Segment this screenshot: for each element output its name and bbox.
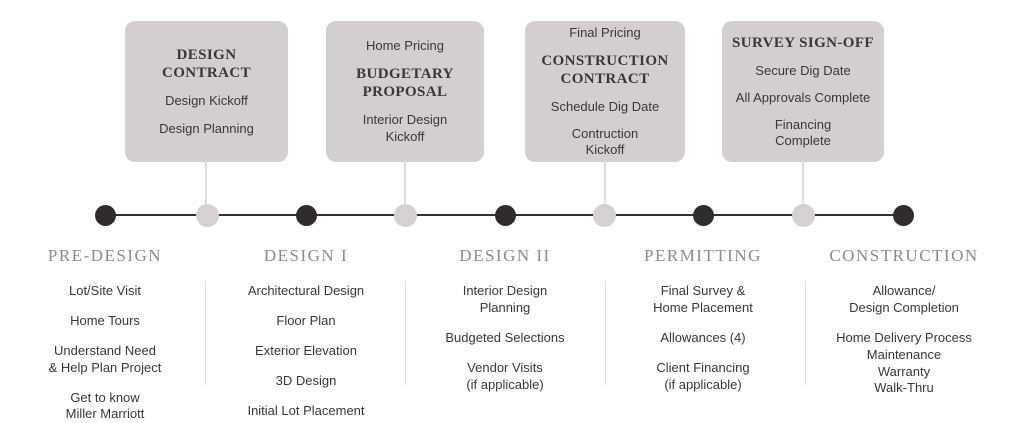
phase-heading: PERMITTING — [644, 246, 762, 265]
phase-item: Client Financing (if applicable) — [656, 359, 750, 392]
column-divider — [605, 281, 606, 385]
card-item: Contruction Kickoff — [571, 126, 639, 158]
phase-item: Architectural Design — [247, 283, 365, 298]
phase-item: Lot/Site Visit — [68, 283, 142, 298]
card-item: Secure Dig Date — [755, 62, 851, 78]
timeline-dot-milestone-design-contract — [195, 204, 219, 227]
milestone-card-construction-contract: Final Pricing CONSTRUCTION CONTRACT Sche… — [525, 21, 685, 162]
timeline-dot-phase-pre-design — [94, 205, 116, 226]
phase-item: Understand Need & Help Plan Project — [48, 342, 162, 375]
milestone-card-budgetary-proposal: Home Pricing BUDGETARY PROPOSAL Interior… — [326, 21, 484, 162]
timeline-dot-phase-design-2 — [494, 205, 516, 226]
card-connector-line — [802, 160, 804, 206]
card-connector-line — [604, 160, 606, 206]
card-item: Final Pricing — [569, 24, 641, 40]
card-item: Financing Complete — [774, 117, 832, 149]
phase-item: Exterior Elevation — [255, 342, 357, 358]
milestone-card-survey-sign-off: SURVEY SIGN-OFF Secure Dig Date All Appr… — [722, 21, 884, 162]
phase-item: Home Delivery Process Maintenance Warran… — [836, 329, 972, 396]
column-divider — [805, 281, 806, 385]
phase-item: Floor Plan — [276, 312, 336, 328]
phase-column-design-2: DESIGN II Interior Design Planning Budge… — [407, 246, 603, 406]
card-item: Home Pricing — [365, 38, 445, 54]
phase-column-permitting: PERMITTING Final Survey & Home Placement… — [605, 246, 801, 406]
column-divider — [405, 281, 406, 385]
timeline-dot-milestone-construction-contract — [592, 204, 616, 227]
phase-item: Budgeted Selections — [445, 329, 565, 345]
milestone-card-design-contract: DESIGN CONTRACT Design Kickoff Design Pl… — [125, 21, 288, 162]
phase-column-design-1: DESIGN I Architectural Design Floor Plan… — [208, 246, 404, 423]
phase-item: Final Survey & Home Placement — [653, 283, 753, 315]
card-connector-line — [205, 160, 207, 206]
phase-item: Vendor Visits (if applicable) — [466, 359, 544, 392]
card-item: Design Planning — [159, 120, 254, 136]
phase-heading: CONSTRUCTION — [829, 246, 979, 265]
card-item: All Approvals Complete — [735, 89, 871, 105]
phase-item: Home Tours — [70, 312, 140, 328]
timeline-dot-phase-permitting — [692, 205, 714, 226]
card-item: Schedule Dig Date — [550, 98, 660, 114]
card-title: BUDGETARY PROPOSAL — [356, 66, 454, 101]
phase-item: Allowance/ Design Completion — [849, 283, 959, 315]
phase-item: Get to know Miller Marriott — [65, 389, 145, 422]
timeline-dot-milestone-survey-sign-off — [791, 204, 815, 227]
card-title: SURVEY SIGN-OFF — [731, 34, 874, 51]
timeline-dot-milestone-budgetary-proposal — [393, 204, 417, 227]
card-item: Design Kickoff — [165, 93, 248, 109]
column-divider — [205, 281, 206, 385]
phase-heading: PRE-DESIGN — [47, 246, 163, 265]
phase-heading: DESIGN I — [263, 246, 349, 265]
card-title: CONSTRUCTION CONTRACT — [541, 52, 669, 87]
phase-item: Interior Design Planning — [462, 283, 548, 315]
timeline-dot-phase-construction — [892, 205, 914, 226]
phase-column-pre-design: PRE-DESIGN Lot/Site Visit Home Tours Und… — [7, 246, 203, 423]
phase-item: 3D Design — [275, 372, 337, 388]
phase-item: Allowances (4) — [660, 329, 746, 345]
phase-column-construction: CONSTRUCTION Allowance/ Design Completio… — [798, 246, 1010, 410]
phase-item: Initial Lot Placement — [247, 402, 365, 418]
timeline-dot-phase-design-1 — [295, 205, 317, 226]
phase-heading: DESIGN II — [459, 246, 551, 265]
card-title: DESIGN CONTRACT — [161, 47, 252, 82]
card-connector-line — [404, 160, 406, 206]
card-item: Interior Design Kickoff — [362, 112, 448, 144]
